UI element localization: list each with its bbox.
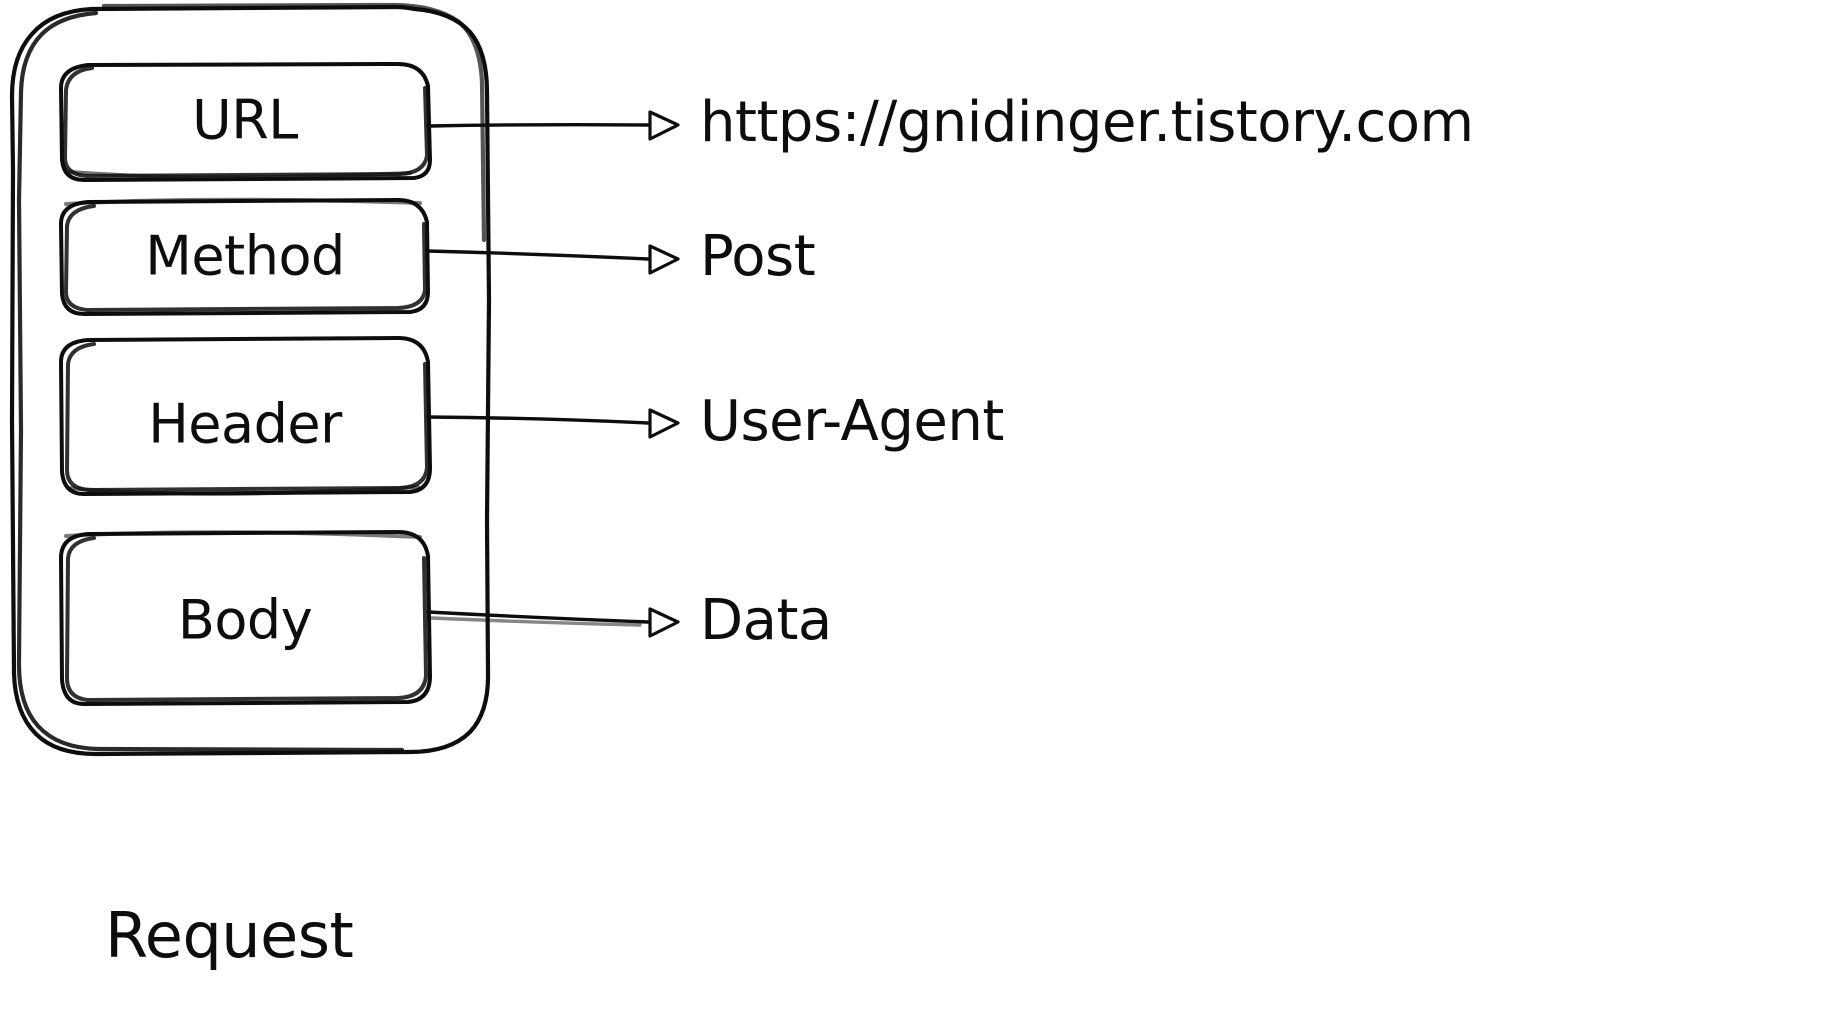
request-container-outline	[9, 2, 492, 757]
field-box-header[interactable]: Header	[59, 336, 432, 496]
arrowhead-icon	[648, 110, 680, 141]
connector-method	[426, 244, 680, 275]
field-label-header: Header	[148, 393, 343, 456]
field-label-method: Method	[145, 225, 345, 288]
field-box-method[interactable]: Method	[59, 197, 430, 316]
connector-header	[426, 408, 680, 439]
field-box-body[interactable]: Body	[59, 530, 432, 706]
connector-body	[426, 607, 680, 638]
field-box-url[interactable]: URL	[59, 62, 432, 182]
value-label-body: Data	[700, 588, 832, 653]
field-label-url: URL	[192, 89, 298, 152]
field-label-body: Body	[178, 589, 312, 652]
arrowhead-icon	[648, 244, 680, 275]
value-label-header: User-Agent	[700, 389, 1004, 454]
connector-url	[426, 110, 680, 141]
arrowhead-icon	[648, 408, 680, 439]
value-label-url: https://gnidinger.tistory.com	[700, 90, 1474, 155]
value-label-method: Post	[700, 224, 815, 289]
arrowhead-icon	[648, 607, 680, 638]
diagram-caption: Request	[105, 899, 353, 972]
